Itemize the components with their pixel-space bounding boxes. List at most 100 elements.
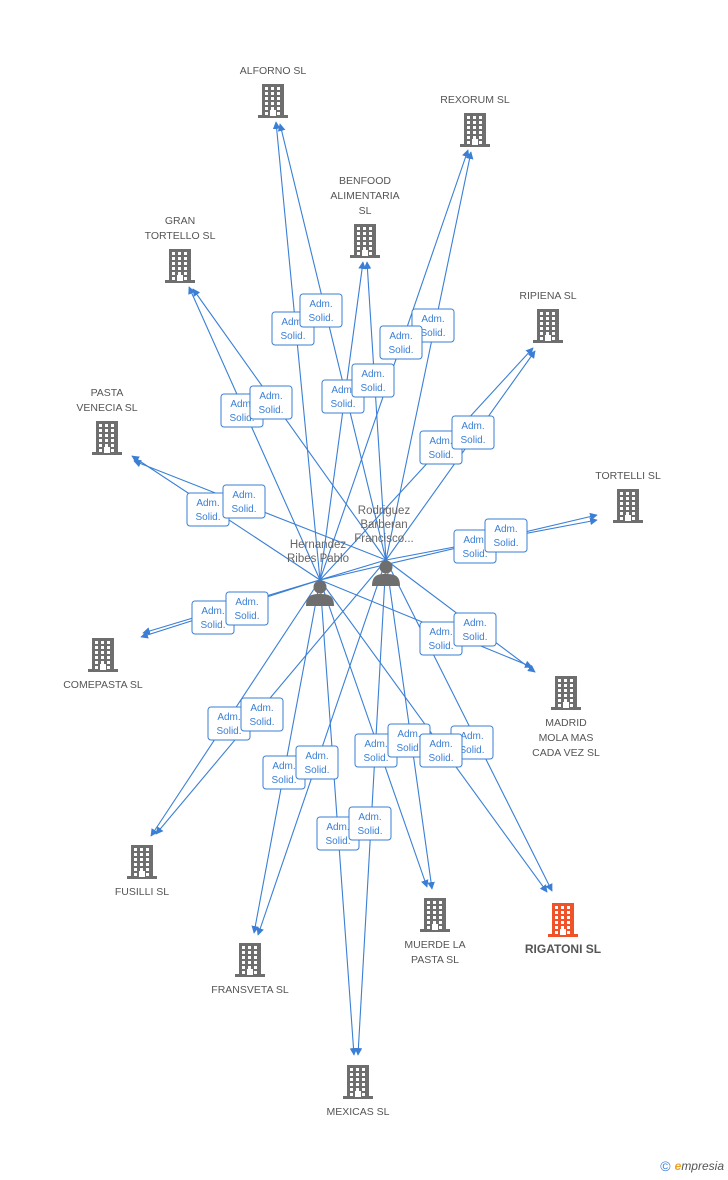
edge-label-rodriguez-alforno[interactable]: Adm. Solid. <box>299 293 343 328</box>
edge-label-text: Adm. <box>259 391 282 402</box>
edge-label-text: Solid. <box>195 512 220 523</box>
company-node-alforno[interactable]: ALFORNO SL <box>240 65 307 118</box>
edge-label-rodriguez-tortelli[interactable]: Adm.Solid. <box>484 518 528 553</box>
building-icon <box>88 638 118 672</box>
edge-label-rodriguez-rexorum[interactable]: Adm.Solid. <box>379 325 423 360</box>
edge-label-text: Solid. <box>462 549 487 560</box>
edge-label-text: Adm. <box>201 606 224 617</box>
edge-label-text: Solid. <box>308 313 333 324</box>
edge-label-rodriguez-comepasta[interactable]: Adm. Solid. <box>225 591 269 626</box>
company-node-comepasta[interactable]: COMEPASTA SL <box>63 638 143 691</box>
company-label: COMEPASTA SL <box>63 679 143 691</box>
company-label: SL <box>359 205 372 217</box>
edge-label-text: Adm. <box>196 498 219 509</box>
edge-label-text: Solid. <box>325 836 350 847</box>
edge-label-text: Solid. <box>360 383 385 394</box>
edge-label-rodriguez-ripiena[interactable]: Adm.Solid. <box>451 415 495 450</box>
edge-label-text: Solid. <box>493 538 518 549</box>
edge-label-text: Solid. <box>234 611 259 622</box>
copyright-symbol: © <box>660 1158 671 1174</box>
edge-label-text: Adm. <box>305 751 328 762</box>
building-icon <box>92 421 122 455</box>
edge-label-rodriguez-benfood[interactable]: Adm. Solid. <box>351 363 395 398</box>
edge-labels-layer: Adm. Solid. Adm. Solid. Adm. Solid. Adm. Solid.… <box>186 293 528 851</box>
edge-label-text: Adm. <box>272 761 295 772</box>
company-label: PASTA SL <box>411 954 459 966</box>
edge-label-rodriguez-fransveta[interactable]: Adm.Solid. <box>295 745 339 780</box>
edge-label-text: Adm. <box>361 369 384 380</box>
edge-label-text: Adm. <box>358 812 381 823</box>
person-icon <box>372 560 400 586</box>
edge-label-text: Adm. <box>429 739 452 750</box>
edge-label-text: Solid. <box>280 331 305 342</box>
edge-label-text: Adm. <box>463 618 486 629</box>
edge-label-hernandez-madrid[interactable]: Adm.Solid. <box>419 621 463 656</box>
company-node-tortelli[interactable]: TORTELLI SL <box>595 470 661 523</box>
edge-label-rodriguez-mexicas[interactable]: Adm.Solid. <box>348 806 392 841</box>
edge-label-rodriguez-fusilli[interactable]: Adm.Solid. <box>240 697 284 732</box>
building-icon <box>420 898 450 932</box>
edge-rodriguez-benfood <box>363 261 387 561</box>
edge-rodriguez-fusilli <box>155 559 387 835</box>
building-icon <box>127 845 157 879</box>
edge-label-text: Adm. <box>281 317 304 328</box>
person-label: Rodriguez <box>358 505 411 517</box>
edge-label-text: Solid. <box>428 641 453 652</box>
edge-label-text: Solid. <box>396 743 421 754</box>
person-label: Barberan <box>360 519 407 531</box>
company-label: MADRID <box>545 717 587 729</box>
edge-label-text: Adm. <box>326 822 349 833</box>
edge-label-text: Adm. <box>217 712 240 723</box>
edge-label-text: Adm. <box>230 399 253 410</box>
edge-label-rodriguez-rigatoni[interactable]: Adm.Solid. <box>419 733 463 768</box>
company-node-rigatoni[interactable]: RIGATONI SL <box>525 903 601 956</box>
edge-label-text: Solid. <box>420 328 445 339</box>
edge-label-text: Adm. <box>460 731 483 742</box>
edge-label-hernandez-pasta_venecia[interactable]: Adm. Solid. <box>186 492 230 527</box>
company-label: MOLA MAS <box>539 732 594 744</box>
building-icon <box>350 224 380 258</box>
company-node-rexorum[interactable]: REXORUM SL <box>440 94 510 147</box>
person-node-rodriguez[interactable]: RodriguezBarberanFrancisco... <box>354 505 414 586</box>
edge-label-text: Solid. <box>330 399 355 410</box>
edge-label-text: Adm. <box>461 421 484 432</box>
company-node-mexicas[interactable]: MEXICAS SL <box>326 1065 390 1118</box>
nodes-layer: ALFORNO SL REXORUM SL BENFOODALIMENTARIASL… <box>63 65 661 1118</box>
edge-label-rodriguez-madrid[interactable]: Adm. Solid. <box>453 612 497 647</box>
empresia-watermark: © empresia <box>660 1158 724 1174</box>
company-label: REXORUM SL <box>440 94 510 106</box>
edge-label-rodriguez-pasta_venecia[interactable]: Adm.Solid. <box>222 484 266 519</box>
edge-label-text: Solid. <box>200 620 225 631</box>
edge-label-text: Solid. <box>258 405 283 416</box>
edge-hernandez-gran_tortello <box>188 286 321 581</box>
edge-label-text: Adm. <box>421 314 444 325</box>
building-icon <box>551 676 581 710</box>
edge-label-text: Solid. <box>462 632 487 643</box>
edge-rodriguez-alforno <box>277 123 387 561</box>
company-label: RIGATONI SL <box>525 942 601 956</box>
edge-label-text: Adm. <box>250 703 273 714</box>
edge-label-text: Solid. <box>363 753 388 764</box>
company-node-ripiena[interactable]: RIPIENA SL <box>519 290 577 343</box>
person-label: Ribes Pablo <box>287 553 349 565</box>
edge-label-text: Solid. <box>231 504 256 515</box>
building-icon <box>460 113 490 147</box>
company-label: TORTELLI SL <box>595 470 661 482</box>
building-icon <box>533 309 563 343</box>
edge-label-text: Adm. <box>235 597 258 608</box>
company-node-fusilli[interactable]: FUSILLI SL <box>115 845 169 898</box>
person-label: Francisco... <box>354 533 413 545</box>
company-label: FUSILLI SL <box>115 886 169 898</box>
edge-label-text: Adm. <box>309 299 332 310</box>
building-icon <box>258 84 288 118</box>
edge-label-rodriguez-gran_tortello[interactable]: Adm. Solid. <box>249 385 293 420</box>
company-node-fransveta[interactable]: FRANSVETA SL <box>211 943 289 996</box>
company-label: ALFORNO SL <box>240 65 307 77</box>
edge-label-text: Solid. <box>216 726 241 737</box>
